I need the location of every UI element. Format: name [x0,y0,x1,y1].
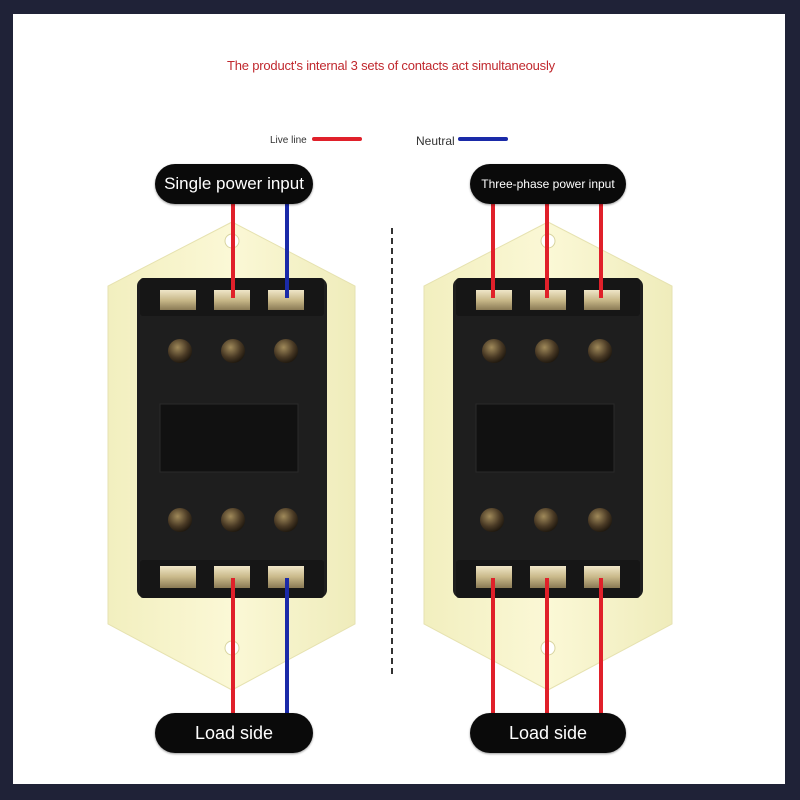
left-top-terminal-1 [160,290,196,310]
left-load-side-label: Load side [155,713,313,753]
left-screw-top-3 [274,339,298,363]
left-screw-bottom-2 [221,508,245,532]
left-switch [107,221,356,691]
headline: The product's internal 3 sets of contact… [227,58,555,73]
right-bottom-terminal-1 [476,566,512,588]
right-top-terminal-3 [584,290,620,310]
left-top-terminal-2 [214,290,250,310]
left-screw-top-2 [221,339,245,363]
right-screw-top-1 [482,339,506,363]
legend-neutral-label: Neutral [416,134,455,148]
left-bottom-terminal-3 [268,566,304,588]
right-top-terminal-2 [530,290,566,310]
divider-line [391,228,393,674]
left-screw-bottom-1 [168,508,192,532]
legend-live-swatch [312,137,362,141]
right-label-window [475,403,615,473]
right-top-terminal-1 [476,290,512,310]
right-screw-top-2 [535,339,559,363]
single-power-input-label: Single power input [155,164,313,204]
left-top-terminal-3 [268,290,304,310]
right-screw-bottom-3 [588,508,612,532]
right-screw-top-3 [588,339,612,363]
left-label-window [159,403,299,473]
right-load-side-label: Load side [470,713,626,753]
right-screw-bottom-1 [480,508,504,532]
right-switch [423,221,673,691]
right-bottom-terminal-3 [584,566,620,588]
left-screw-bottom-3 [274,508,298,532]
legend-live-label: Live line [270,135,307,146]
left-bottom-terminal-2 [214,566,250,588]
left-bottom-terminal-1 [160,566,196,588]
right-bottom-terminal-2 [530,566,566,588]
right-screw-bottom-2 [534,508,558,532]
legend-neutral-swatch [458,137,508,141]
left-screw-top-1 [168,339,192,363]
three-phase-power-input-label: Three-phase power input [470,164,626,204]
